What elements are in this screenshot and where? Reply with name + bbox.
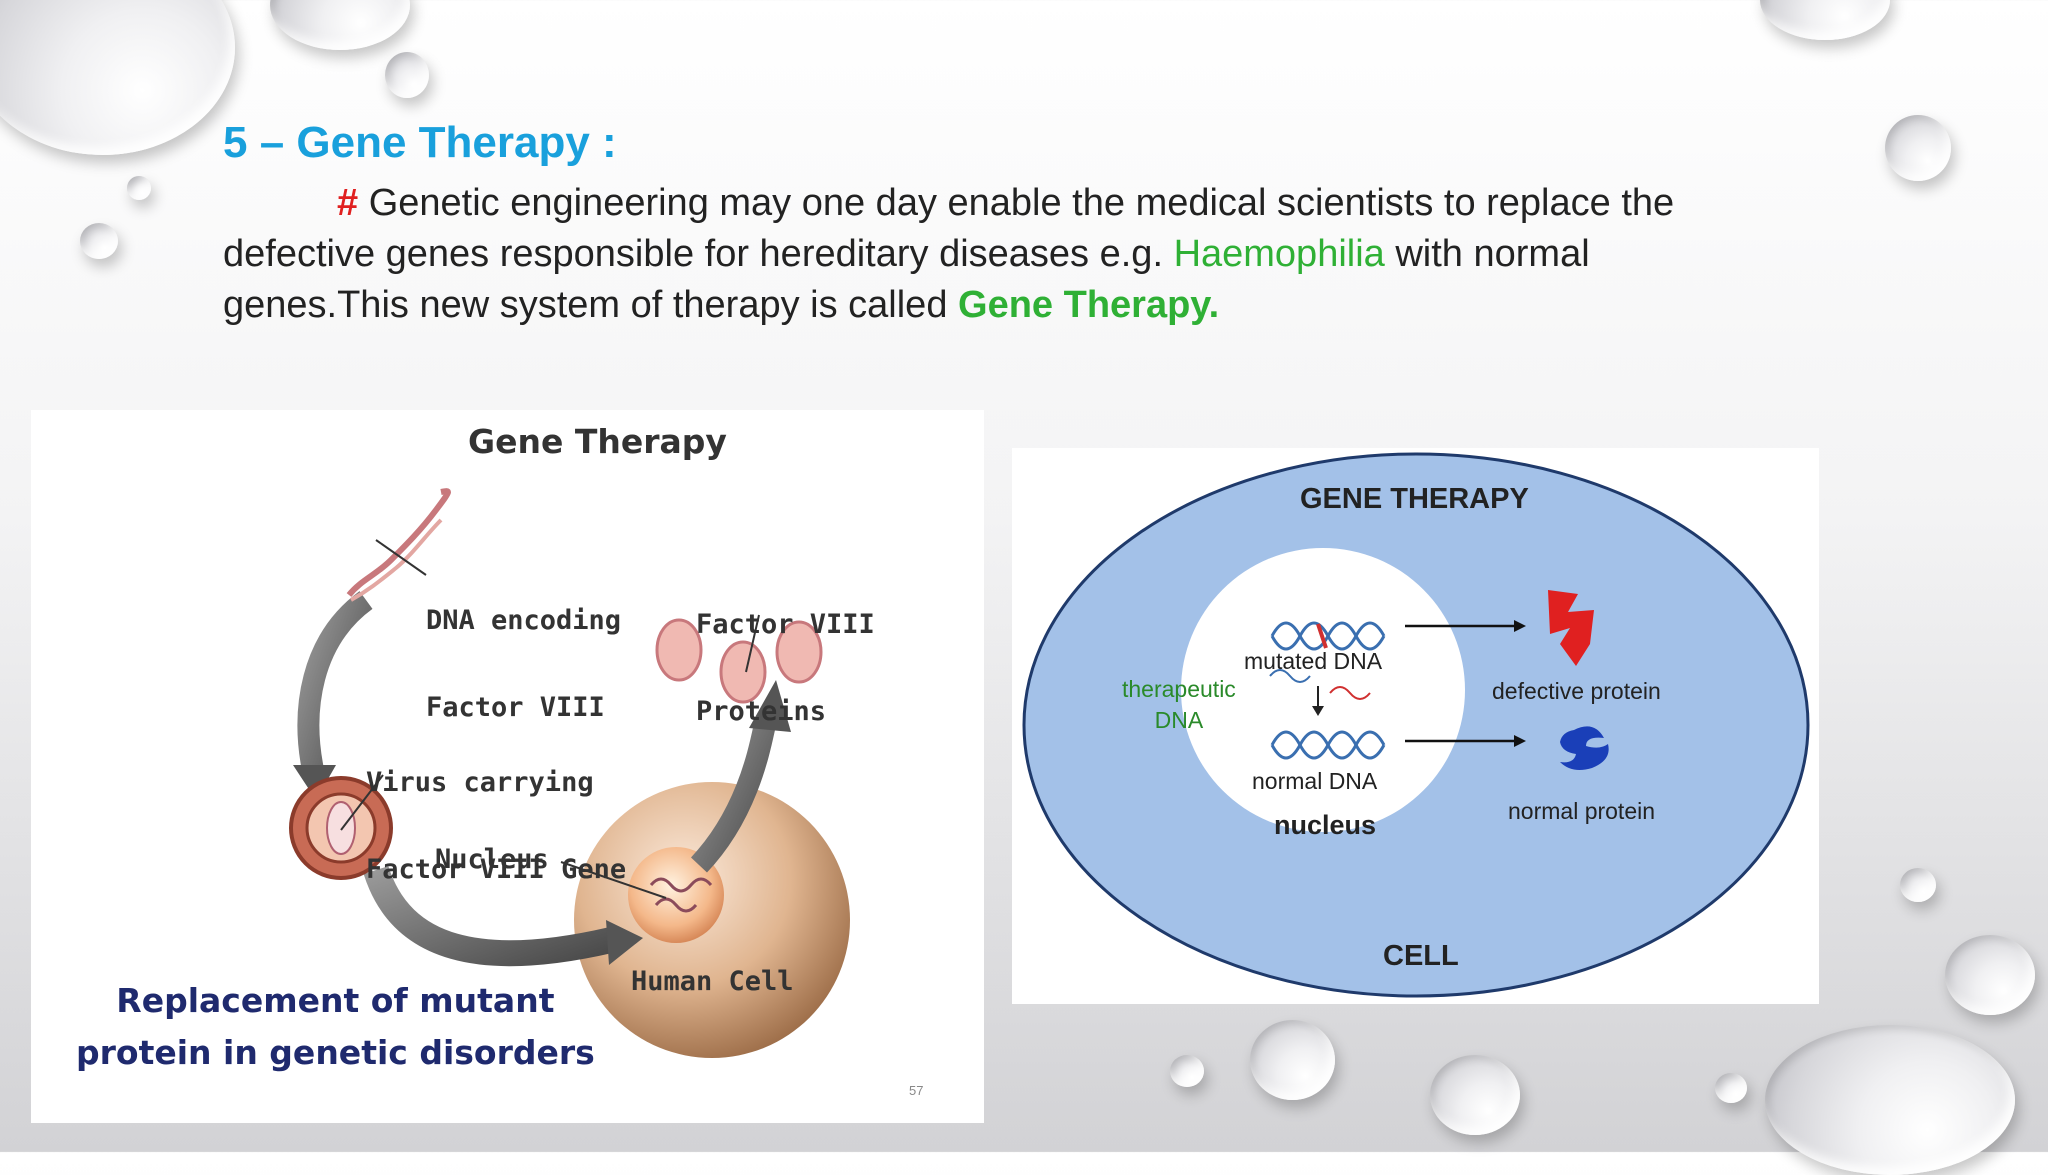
therapeutic-label-line: DNA [1154, 707, 1204, 733]
caption-line: protein in genetic disorders [76, 1033, 595, 1072]
water-drop-decoration [1900, 868, 1936, 902]
water-drop-decoration [1765, 1025, 2015, 1175]
figure-title: Gene Therapy [468, 422, 727, 461]
nucleus-shape [628, 847, 724, 943]
paragraph-text: with normal genes.This new system of the… [223, 233, 1590, 326]
normal-protein-shape [1560, 726, 1609, 770]
figure-caption: Replacement of mutant protein in genetic… [76, 975, 595, 1079]
normal-protein-label: normal protein [1508, 798, 1656, 824]
water-drop-decoration [1170, 1055, 1204, 1087]
cell-title: GENE THERAPY [1300, 483, 1529, 515]
protein-label-line: Proteins [696, 696, 827, 727]
defective-protein-label: defective protein [1492, 678, 1661, 704]
paragraph-text: Genetic engineering may one day enable t… [223, 182, 1675, 275]
normal-dna-label: normal DNA [1252, 768, 1378, 794]
dna-label-line: Factor VIII [426, 692, 605, 723]
nucleus-label: Nucleus [435, 844, 549, 875]
nucleus-shape [1181, 548, 1465, 832]
page-number: 57 [909, 1083, 924, 1098]
gene-therapy-cell-figure: GENE THERAPY mutated DNA therapeutic DNA… [1012, 448, 1819, 1004]
water-drop-decoration [1885, 115, 1951, 181]
protein-label-line: Factor VIII [696, 609, 875, 640]
therapeutic-label-line: therapeutic [1122, 676, 1236, 702]
water-drop-decoration [0, 0, 235, 155]
gene-therapy-cycle-figure: Gene Therapy DNA encoding Factor VIII Fa… [31, 410, 984, 1123]
human-cell-label: Human Cell [631, 966, 794, 997]
hash-marker: # [337, 182, 359, 224]
water-drop-decoration [270, 0, 410, 50]
virus-label-line: Virus carrying [366, 767, 594, 798]
dna-label: DNA encoding Factor VIII [426, 548, 621, 780]
key-term: Gene Therapy. [958, 284, 1220, 326]
water-drop-decoration [1760, 0, 1890, 40]
cell-label: CELL [1383, 940, 1459, 972]
water-drop-decoration [1430, 1055, 1520, 1135]
caption-line: Replacement of mutant [116, 981, 555, 1020]
slide-paragraph: # Genetic engineering may one day enable… [223, 178, 1763, 331]
water-drop-decoration [1945, 935, 2035, 1015]
therapeutic-dna-label: therapeutic DNA [1122, 674, 1236, 736]
cycle-diagram [289, 488, 850, 1058]
water-drop-decoration [385, 52, 429, 98]
virus-label-line: Factor VIII Gene [366, 854, 627, 885]
slide-heading: 5 – Gene Therapy : [223, 118, 617, 167]
highlight-term: Haemophilia [1173, 233, 1385, 275]
water-drop-decoration [127, 176, 151, 200]
cell-diagram [1022, 452, 1810, 998]
water-drop-decoration [80, 223, 118, 259]
water-drop-decoration [1250, 1020, 1335, 1100]
defective-protein-shape [1548, 590, 1594, 666]
nucleus-label: nucleus [1274, 810, 1377, 840]
water-drop-decoration [1715, 1073, 1747, 1103]
dna-label-line: DNA encoding [426, 605, 622, 636]
mutated-dna-label: mutated DNA [1244, 648, 1383, 674]
protein-label: Factor VIII Proteins [696, 552, 875, 784]
virus-label: Virus carrying Factor VIII Gene [366, 710, 626, 942]
